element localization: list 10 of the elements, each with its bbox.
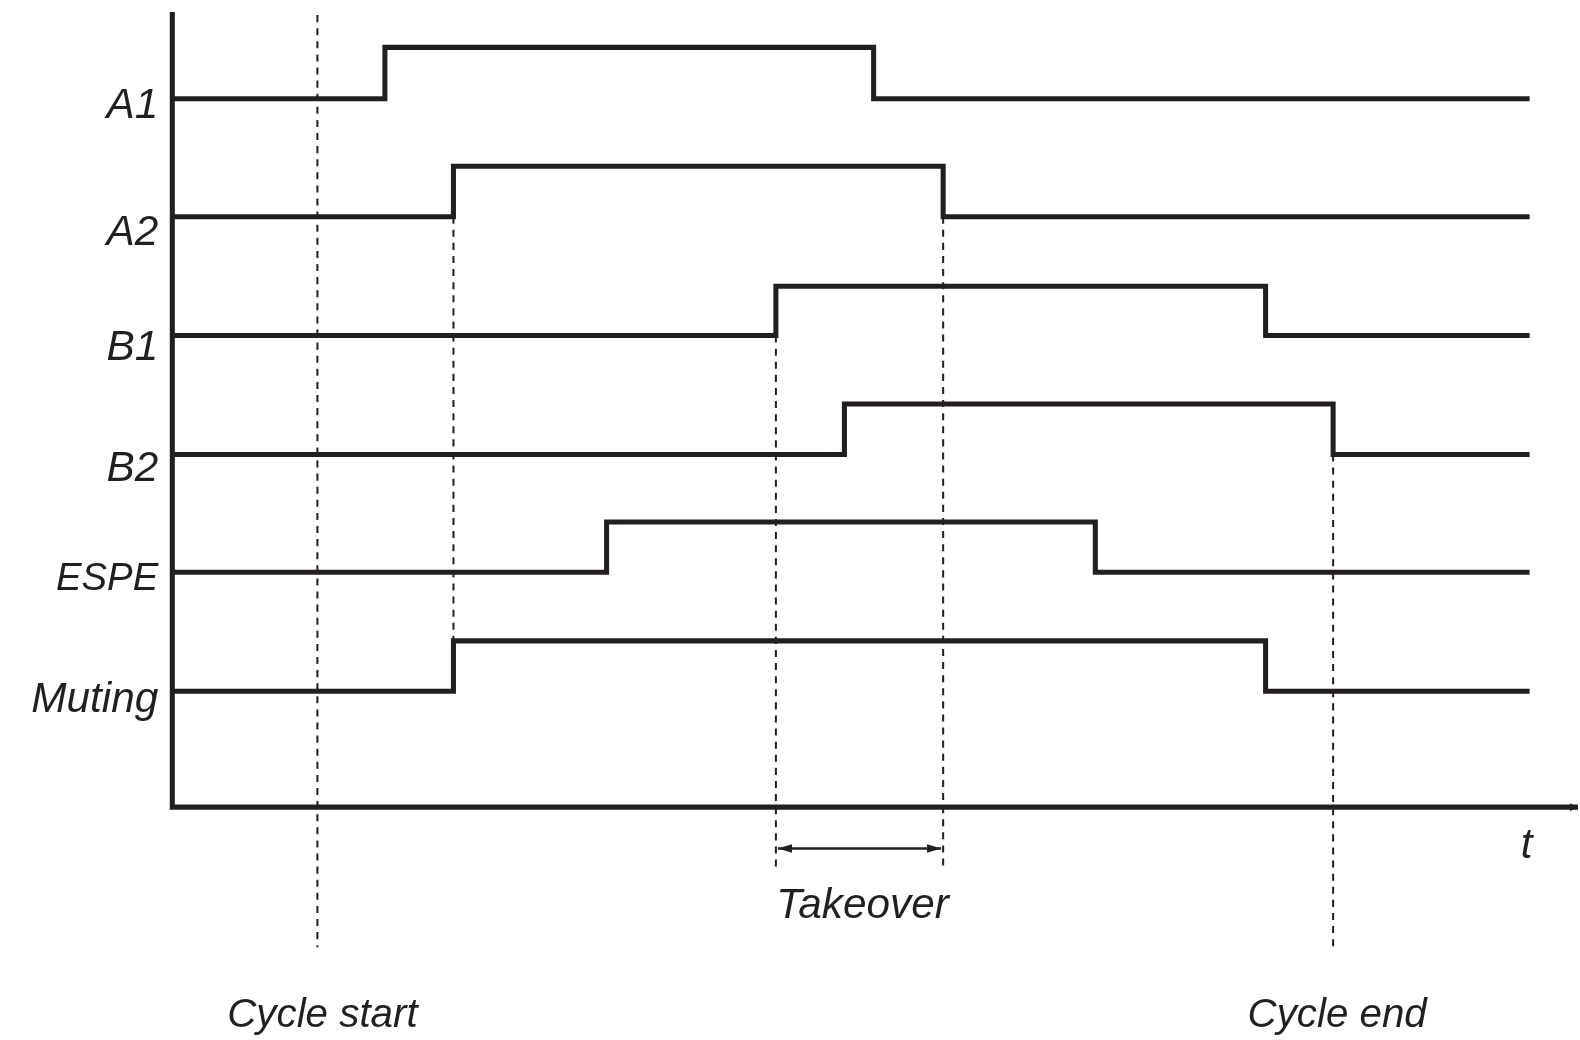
signal-label: Muting: [31, 677, 159, 720]
axis-label: t: [1520, 822, 1533, 865]
signal-label: A2: [106, 209, 159, 252]
annotation-label: Cycle start: [227, 992, 418, 1033]
annotation-label: Cycle end: [1247, 992, 1427, 1033]
annotation-label: Takeover: [776, 882, 949, 925]
signal-label: ESPE: [56, 558, 159, 597]
signal-label: B2: [106, 445, 159, 488]
signal-label: A1: [106, 82, 159, 125]
signal-label: B1: [106, 324, 159, 367]
